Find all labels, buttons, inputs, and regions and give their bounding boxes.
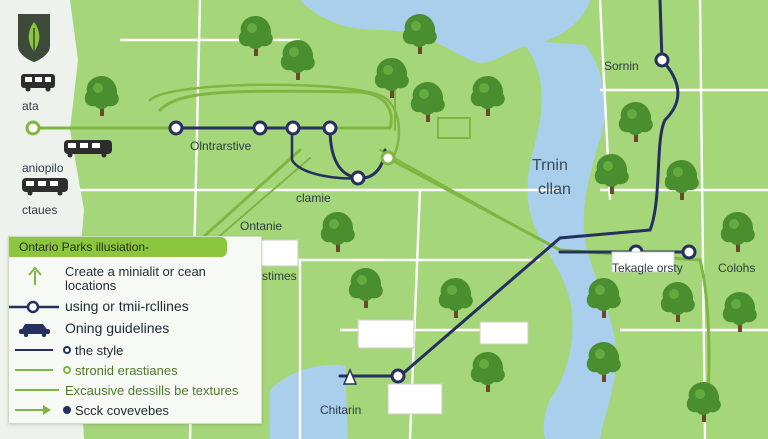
building-south: [387, 383, 443, 415]
station-d[interactable]: [322, 120, 338, 136]
legend-dot-covevebes: [63, 406, 71, 414]
tree-icon: [348, 268, 383, 308]
train-icon: [64, 140, 112, 158]
tree-icon: [238, 16, 273, 56]
trail-loop-upper: [158, 89, 393, 130]
trail-small-box: [437, 117, 471, 139]
tree-icon: [410, 82, 445, 122]
route-label-ctaues: ctaues: [22, 203, 58, 217]
legend-item-textures: Excausive dessills be textures: [9, 383, 261, 399]
tree-icon: [618, 102, 653, 142]
tree-icon: [586, 278, 621, 318]
tent-icon: [342, 368, 358, 385]
legend-title: Ontario Parks illusiation-: [9, 237, 227, 257]
road-h: [698, 0, 707, 439]
station-label-tekagle: Tekagle orsty: [612, 261, 683, 275]
tree-icon: [470, 76, 505, 116]
station-trail-junction[interactable]: [380, 150, 396, 166]
site-label-stimes: 5 stimes: [252, 269, 297, 283]
tree-icon: [470, 352, 505, 392]
station-trail-west[interactable]: [25, 120, 41, 136]
legend-item-locations: Create a minialit or cean locations: [9, 265, 261, 299]
trail-label: Olntrarstive: [190, 139, 252, 153]
station-b[interactable]: [252, 120, 268, 136]
building-river: [479, 321, 529, 345]
tree-icon: [722, 292, 757, 332]
station-a[interactable]: [168, 120, 184, 136]
legend-text-lines: using or tmii-rcllines: [65, 298, 189, 314]
legend-text-guidelines: Oning guidelines: [65, 320, 170, 336]
transit-line-north: [338, 0, 680, 378]
buildings: [241, 239, 675, 415]
legend-item-erastianes: stronid erastianes: [9, 363, 261, 379]
lake-water: [300, 0, 590, 63]
station-south[interactable]: [390, 368, 406, 384]
site-label-chitarin: Chitarin: [320, 403, 362, 417]
bay-water: [270, 365, 348, 439]
tree-icon: [720, 212, 755, 252]
legend-dot-style: [63, 346, 71, 354]
tree-icon: [84, 76, 119, 116]
river-label-cllan: cllan: [538, 181, 571, 198]
tree-icon: [402, 14, 437, 54]
legend-dot-erastianes: [63, 366, 71, 374]
station-e[interactable]: [350, 170, 366, 186]
legend-item-guidelines: Oning guidelines: [9, 319, 261, 339]
building-right: [611, 251, 675, 273]
green-dot-line-icon: [15, 369, 53, 371]
trail-southwest-b: [214, 157, 311, 241]
station-c[interactable]: [285, 120, 301, 136]
area-label-colohs: Colohs: [718, 261, 756, 275]
navy-line-circle-icon: [9, 300, 59, 314]
tree-icon: [586, 342, 621, 382]
route-label-aniopilo: aniopilo: [22, 161, 64, 175]
tree-icon: [438, 278, 473, 318]
station-east-b[interactable]: [681, 244, 697, 260]
legend-item-style: the style: [9, 343, 261, 359]
tree-icon: [594, 154, 629, 194]
station-north[interactable]: [654, 52, 670, 68]
town-label-ontanie: Ontanie: [240, 219, 283, 233]
green-line-icon: [15, 389, 59, 391]
town-label-clamie: clamie: [296, 191, 331, 205]
trail-diagonal-b: [379, 149, 551, 246]
legend-item-covevebes: Scck covevebes: [9, 403, 261, 419]
river-water: [520, 40, 617, 439]
legend-item-lines: using or tmii-rcllines: [9, 299, 261, 317]
legend-text-erastianes: stronid erastianes: [75, 363, 178, 378]
trail-diagonal-a: [386, 156, 711, 402]
route-label-ata: ata: [22, 99, 39, 113]
legend-panel: Ontario Parks illusiation- Create a mini…: [8, 236, 262, 424]
tree-icon: [280, 40, 315, 80]
legend-text-covevebes: Scck covevebes: [75, 403, 169, 418]
car-icon: [19, 324, 50, 337]
tree-icon: [320, 212, 355, 252]
green-arrow-icon: [28, 266, 42, 285]
tree-icon: [660, 282, 695, 322]
bus-icon: [21, 74, 55, 92]
building-center: [357, 319, 415, 349]
tree-icon: [374, 58, 409, 98]
legend-text-style: the style: [75, 343, 124, 358]
river-label-trnin: Trnin: [532, 157, 568, 174]
tree-icon: [664, 160, 699, 200]
navy-dot-line-icon: [15, 349, 53, 351]
station-label-sornin: Sornin: [604, 59, 639, 73]
tram-icon: [22, 178, 68, 196]
green-arrow-right-icon: [15, 405, 51, 415]
legend-text-textures: Excausive dessills be textures: [65, 383, 239, 398]
legend-text-locations: Create a minialit or cean locations: [65, 264, 206, 293]
trail-loop-outer: [148, 83, 401, 160]
park-logo-icon: [18, 14, 50, 62]
trees: [84, 14, 757, 422]
tree-icon: [686, 382, 721, 422]
